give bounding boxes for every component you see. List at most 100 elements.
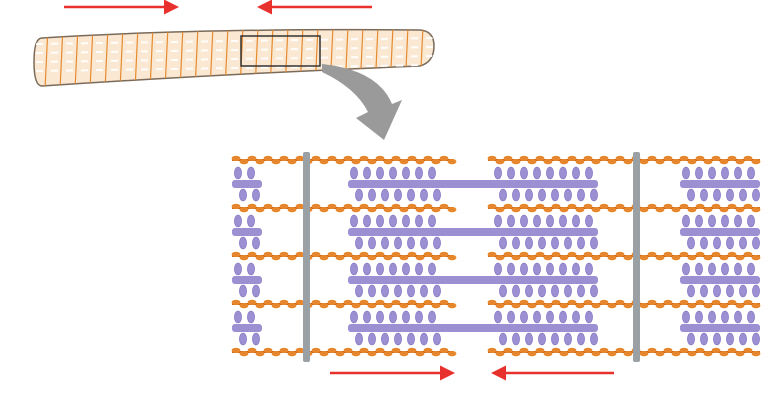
myosin-head [747,166,755,180]
actin-bead [527,255,537,261]
actin-bead [439,347,449,353]
myosin-head [721,166,729,180]
actin-bead [535,347,545,353]
myosin-head [577,188,585,202]
actin-bead [231,299,241,305]
myosin-head [682,166,690,180]
actin-bead [511,207,521,213]
myosin-head [739,188,747,202]
actin-bead [535,155,545,161]
myosin-head [420,332,428,346]
actin-bead [487,299,497,305]
actin-bead [543,159,553,165]
myosin-head [407,332,415,346]
actin-bead [271,351,281,357]
actin-bead [439,155,449,161]
fiber-myofibril [35,64,434,72]
myosin-head [381,284,389,298]
actin-bead [247,155,257,161]
myosin-head [564,284,572,298]
myosin-head [402,214,410,228]
myosin-head [407,188,415,202]
myosin-head [752,332,760,346]
myosin-head [376,214,384,228]
myosin-head [420,188,428,202]
myosin-head [551,188,559,202]
fiber-band [104,29,109,86]
myosin-thick-filament [680,228,760,236]
myosin-head [747,310,755,324]
myosin-head [415,310,423,324]
actin-bead [591,207,601,213]
myosin-head [739,332,747,346]
actin-bead [751,303,761,309]
myosin-head [247,310,255,324]
actin-bead [319,303,329,309]
actin-bead [743,299,753,305]
actin-bead [431,303,441,309]
actin-bead [423,203,433,209]
myosin-head [752,284,760,298]
actin-bead [663,347,673,353]
actin-bead [511,159,521,165]
actin-bead [551,299,561,305]
actin-bead [647,299,657,305]
fiber-band [119,29,124,86]
actin-bead [535,299,545,305]
actin-bead [495,351,505,357]
myosin-head [700,284,708,298]
actin-bead [319,159,329,165]
actin-bead [295,203,305,209]
actin-bead [655,159,665,165]
actin-bead [735,351,745,357]
actin-bead [391,347,401,353]
actin-bead [367,303,377,309]
myosin-head [713,236,721,250]
myosin-head [499,332,507,346]
actin-bead [559,207,569,213]
actin-bead [711,347,721,353]
actin-bead [575,255,585,261]
myosin-head [252,284,260,298]
actin-bead [551,251,561,257]
actin-bead [639,255,649,261]
actin-bead [391,203,401,209]
actin-bead [751,255,761,261]
actin-bead [247,299,257,305]
actin-bead [495,255,505,261]
actin-bead [351,207,361,213]
actin-bead [607,159,617,165]
myosin-head [512,284,520,298]
actin-bead [639,207,649,213]
actin-bead [375,155,385,161]
actin-bead [647,347,657,353]
actin-bead [583,155,593,161]
myosin-head [708,214,716,228]
myosin-head [239,284,247,298]
actin-bead [607,207,617,213]
actin-bead [503,347,513,353]
actin-bead [551,203,561,209]
actin-bead [359,203,369,209]
actin-bead [287,303,297,309]
actin-bead [687,255,697,261]
myosin-head [394,284,402,298]
actin-bead [279,347,289,353]
actin-bead [735,255,745,261]
actin-bead [239,159,249,165]
actin-bead [295,347,305,353]
myosin-head [428,214,436,228]
myosin-head [585,166,593,180]
myosin-head [687,284,695,298]
myosin-head [682,214,690,228]
myosin-head [713,284,721,298]
actin-bead [583,347,593,353]
actin-bead [343,203,353,209]
fiber-band [74,29,79,86]
myosin-head [433,236,441,250]
actin-bead [535,203,545,209]
actin-bead [247,251,257,257]
actin-bead [567,155,577,161]
myosin-head [234,166,242,180]
actin-bead [535,251,545,257]
